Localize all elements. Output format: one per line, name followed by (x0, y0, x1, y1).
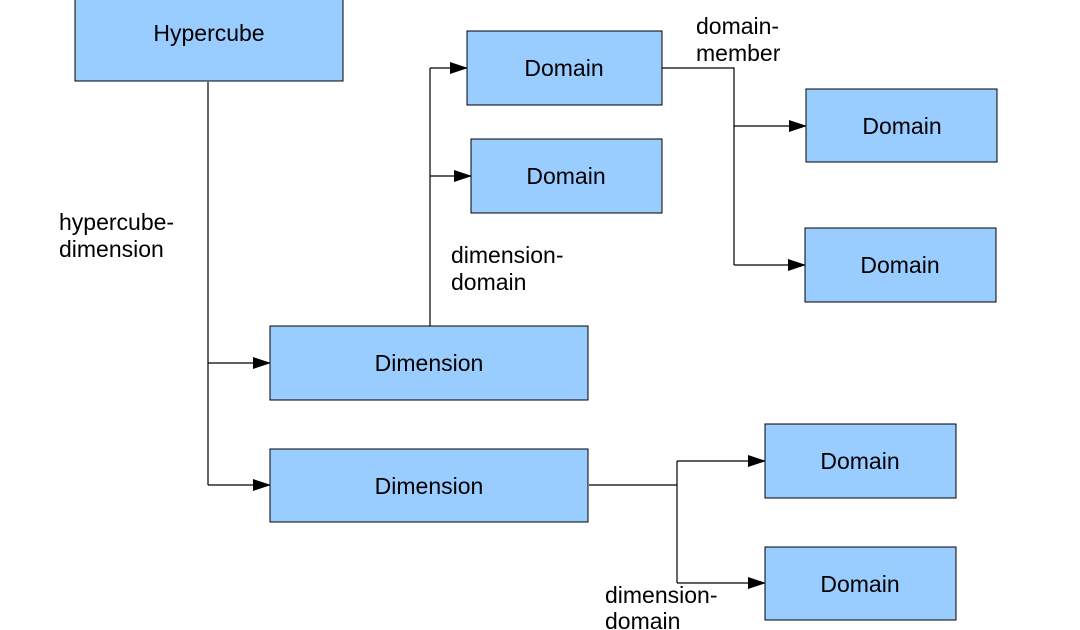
node-domain-d: Domain (764, 546, 957, 621)
node-domain-a-member-2-label: Domain (860, 252, 939, 278)
label-dimension-domain-lower-line-2: domain (605, 608, 680, 630)
node-domain-c-label: Domain (820, 448, 899, 474)
node-hypercube: Hypercube (74, 0, 344, 82)
label-dimension-domain-upper: dimension- domain (451, 242, 564, 295)
node-dimension-1-label: Dimension (375, 350, 484, 376)
label-domain-member-line-1: domain- (696, 13, 779, 39)
edges (207, 62, 807, 589)
node-domain-d-label: Domain (820, 571, 899, 597)
label-domain-member-line-2: member (696, 40, 781, 66)
node-domain-a-label: Domain (524, 55, 603, 81)
node-hypercube-label: Hypercube (153, 20, 264, 46)
node-domain-a: Domain (466, 30, 663, 106)
label-dimension-domain-upper-line-2: domain (451, 269, 526, 295)
node-domain-a-member-1-label: Domain (862, 113, 941, 139)
node-dimension-2-label: Dimension (375, 473, 484, 499)
node-domain-c: Domain (764, 423, 957, 499)
label-hypercube-dimension-line-2: dimension (59, 236, 164, 262)
node-domain-b: Domain (470, 138, 663, 214)
node-domain-a-member-1: Domain (805, 88, 998, 163)
label-dimension-domain-lower: dimension- domain (605, 582, 718, 630)
label-domain-member: domain- member (696, 13, 781, 66)
node-dimension-2: Dimension (269, 448, 589, 523)
label-dimension-domain-lower-line-1: dimension- (605, 582, 718, 608)
label-hypercube-dimension: hypercube- dimension (59, 209, 174, 262)
label-dimension-domain-upper-line-1: dimension- (451, 242, 564, 268)
label-hypercube-dimension-line-1: hypercube- (59, 209, 174, 235)
node-domain-b-label: Domain (526, 163, 605, 189)
node-domain-a-member-2: Domain (804, 227, 997, 303)
edge-domain-a-trunk (662, 67, 735, 265)
node-dimension-1: Dimension (269, 325, 589, 401)
